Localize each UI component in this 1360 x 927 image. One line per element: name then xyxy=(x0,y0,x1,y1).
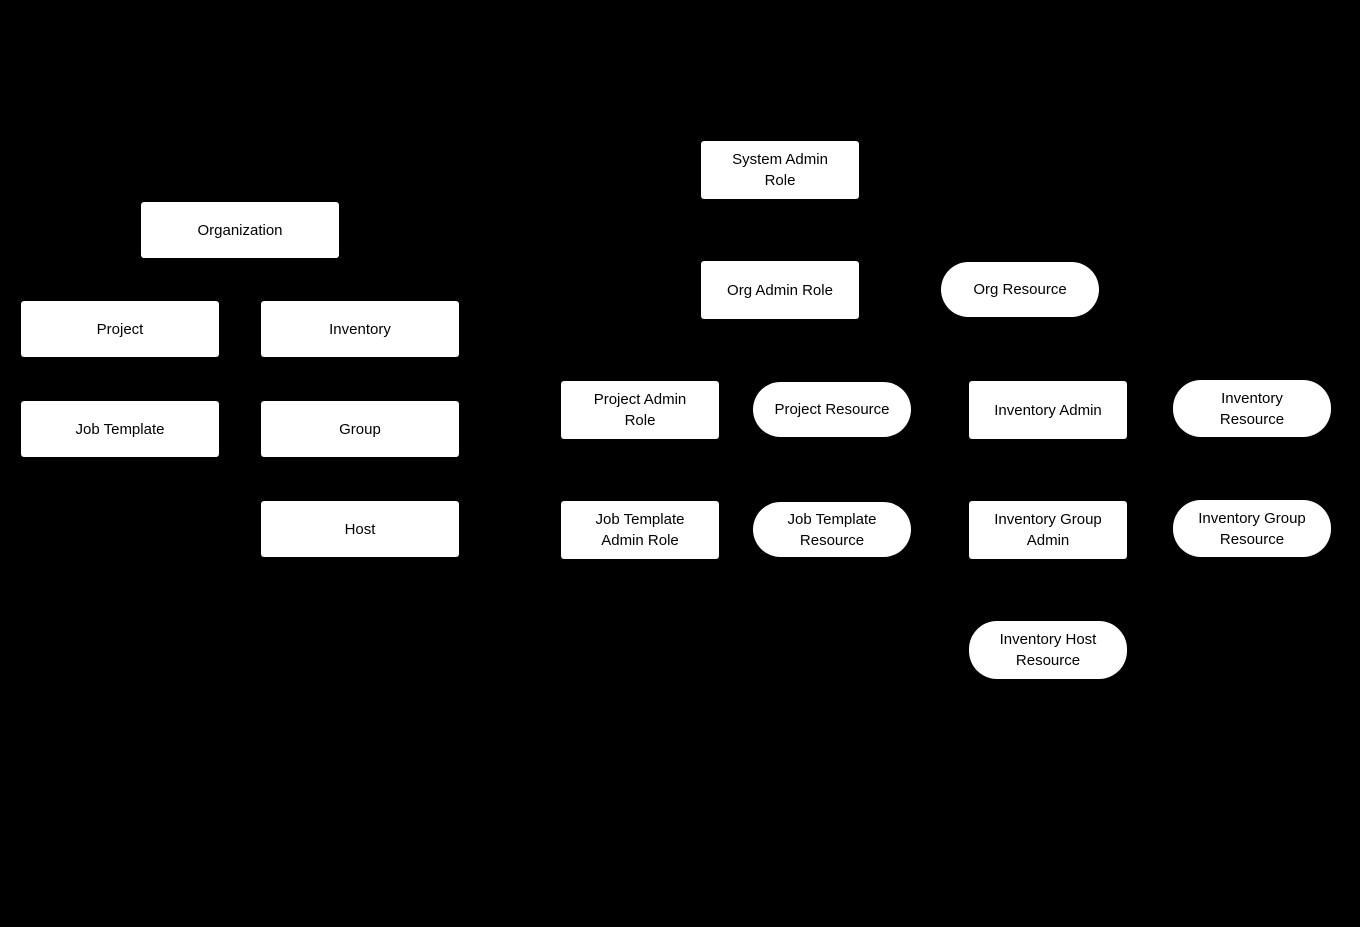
node-label: Host xyxy=(344,520,376,538)
node-label: Organization xyxy=(197,221,283,239)
node-job-template-resource: Job Template Resource xyxy=(753,502,911,557)
node-label: Project Admin Role xyxy=(593,391,687,429)
node-org-admin-role: Org Admin Role xyxy=(701,261,859,319)
node-label: Inventory Group Admin xyxy=(994,511,1102,549)
node-organization: Organization xyxy=(141,202,339,258)
node-label: Org Resource xyxy=(973,281,1067,298)
node-project-admin-role: Project Admin Role xyxy=(561,381,719,439)
node-job-template-admin-role: Job Template Admin Role xyxy=(561,501,719,559)
node-org-resource: Org Resource xyxy=(941,262,1099,317)
node-inventory-group-admin: Inventory Group Admin xyxy=(969,501,1127,559)
node-inventory: Inventory xyxy=(261,301,459,357)
node-project-resource: Project Resource xyxy=(753,382,911,437)
node-label: System Admin Role xyxy=(732,151,828,189)
node-label: Inventory Group Resource xyxy=(1198,509,1306,548)
node-label: Job Template Admin Role xyxy=(595,511,685,549)
node-inventory-admin: Inventory Admin xyxy=(969,381,1127,439)
node-label: Org Admin Role xyxy=(727,281,833,299)
node-label: Inventory Host Resource xyxy=(999,631,1097,669)
node-group: Group xyxy=(261,401,459,457)
node-label: Inventory xyxy=(329,320,391,338)
node-system-admin-role: System Admin Role xyxy=(701,141,859,199)
node-inventory-group-resource: Inventory Group Resource xyxy=(1173,500,1331,557)
node-inventory-host-resource: Inventory Host Resource xyxy=(969,621,1127,679)
node-inventory-resource: Inventory Resource xyxy=(1173,380,1331,437)
node-label: Job Template Resource xyxy=(787,510,877,549)
node-label: Inventory Resource xyxy=(1219,389,1285,428)
node-job-template: Job Template xyxy=(21,401,219,457)
node-label: Inventory Admin xyxy=(994,401,1102,419)
node-label: Project xyxy=(96,320,144,338)
node-label: Project Resource xyxy=(774,401,890,418)
node-label: Group xyxy=(339,420,381,438)
node-project: Project xyxy=(21,301,219,357)
node-host: Host xyxy=(261,501,459,557)
node-label: Job Template xyxy=(75,420,165,438)
